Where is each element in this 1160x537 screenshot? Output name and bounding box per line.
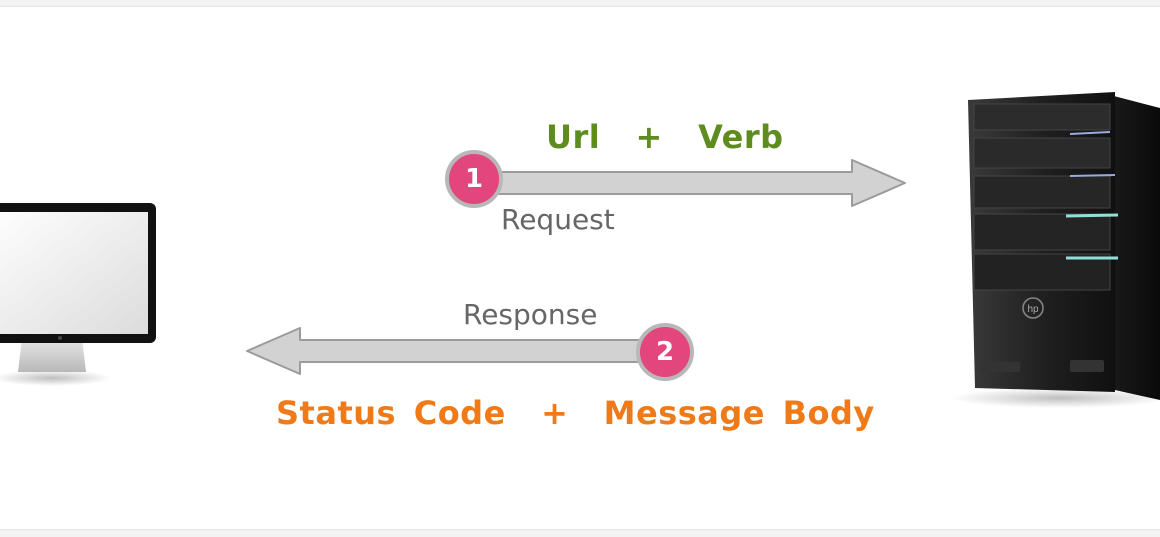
request-arrow xyxy=(477,159,906,207)
svg-text:hp: hp xyxy=(1027,304,1039,315)
request-label: Request xyxy=(501,203,615,236)
request-title: Url + Verb xyxy=(546,118,784,156)
tower-server-icon: hp xyxy=(950,92,1160,408)
response-arrow xyxy=(246,327,665,375)
desktop-monitor-icon xyxy=(0,203,156,386)
response-label: Response xyxy=(463,298,598,331)
response-title: Status Code + Message Body xyxy=(276,394,875,432)
diagram-frame xyxy=(0,6,1160,530)
response-step-badge: 2 xyxy=(636,323,694,381)
request-step-badge: 1 xyxy=(445,150,503,208)
